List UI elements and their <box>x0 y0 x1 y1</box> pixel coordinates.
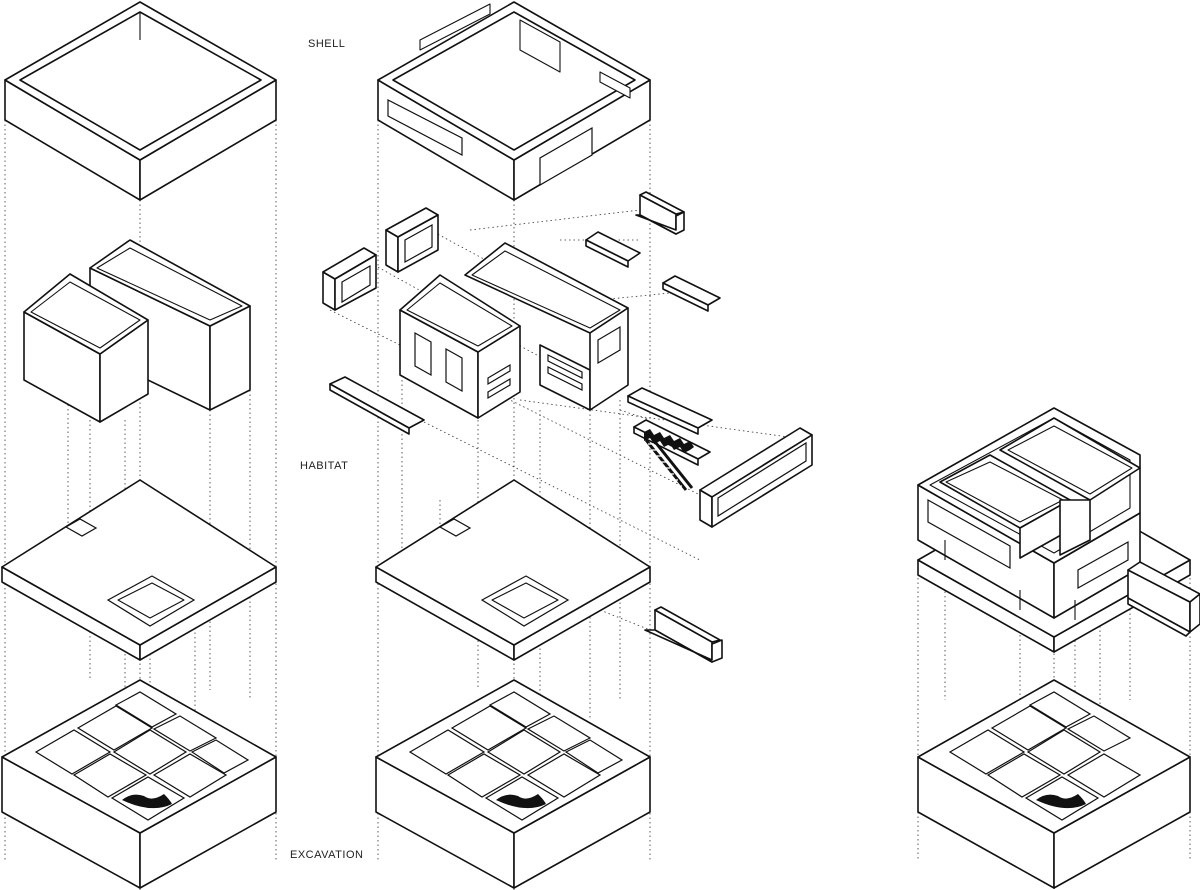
column-3-excavation-cells <box>948 691 1142 821</box>
column-2-habitat-volumes <box>399 242 629 419</box>
column-1-excavation-cells <box>34 691 250 821</box>
column-3-assembled-habitat <box>917 407 1200 653</box>
shell-window-back-right <box>519 19 561 73</box>
column-2-floor-slab <box>375 479 651 661</box>
column-1-excavation-block <box>1 679 277 889</box>
column-1-habitat-volumes <box>23 239 251 423</box>
shell-window-front-right <box>539 126 593 187</box>
column-2-angle-pieces <box>635 191 723 663</box>
shell-label: SHELL <box>308 38 346 50</box>
column-2-excavation-block <box>375 679 651 889</box>
column-3 <box>917 407 1200 890</box>
column-2-stair <box>644 429 694 491</box>
shell-window-front-left <box>387 99 463 156</box>
column-3-excavation-block <box>917 679 1191 889</box>
habitat-label: HABITAT <box>300 460 349 472</box>
column-2-wall-frames <box>322 207 439 311</box>
column-2-excavation-cells <box>408 691 624 821</box>
column-2 <box>322 1 813 890</box>
column-1 <box>1 1 277 890</box>
column-2-shell-box <box>377 1 651 201</box>
column-2-long-frame <box>699 427 813 528</box>
column-1-floor-slab <box>1 479 277 661</box>
column-1-shell-box <box>4 1 277 201</box>
excavation-label: EXCAVATION <box>290 849 364 861</box>
